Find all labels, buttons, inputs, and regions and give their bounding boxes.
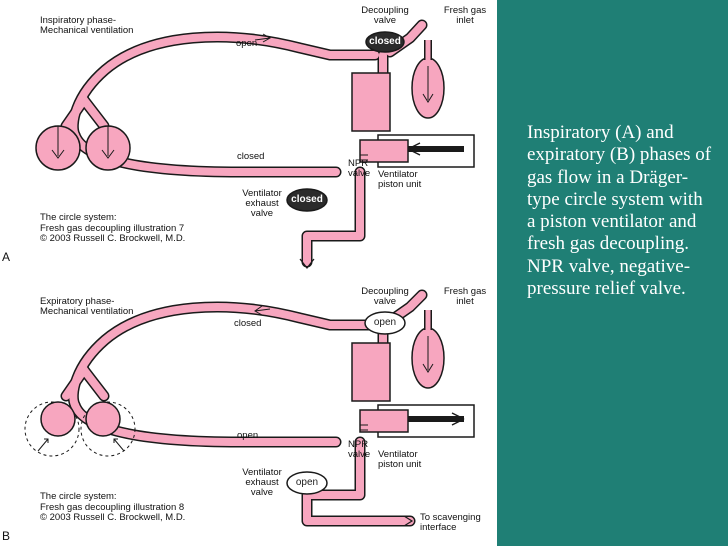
decoupling-valve-state-b: open [373,317,397,328]
scavenging-interface-label-b: To scavenging interface [420,512,481,533]
piston-unit-label-b: Ventilator piston unit [378,449,422,470]
figure-caption-a: The circle system: Fresh gas decoupling … [40,212,186,244]
npr-valve-label-a: NPR valve [348,158,371,179]
decoupling-valve-label-b: Decoupling valve [361,286,409,307]
bottom-tube-state-a: closed [237,151,265,162]
exhaust-valve-label-b: Ventilator exhaust valve [242,467,282,498]
panel-letter-a: A [2,250,11,264]
phase-label-a: Inspiratory phase- Mechanical ventilatio… [40,15,134,36]
figure-caption-b: The circle system: Fresh gas decoupling … [40,491,186,523]
phase-label-b: Expiratory phase- Mechanical ventilation [40,296,134,317]
diagram-panel-a: Inspiratory phase- Mechanical ventilatio… [0,0,494,272]
slide-caption-text: Inspiratory (A) and expiratory (B) phase… [527,122,712,300]
top-tube-state-b: closed [234,318,262,329]
caption-panel: Inspiratory (A) and expiratory (B) phase… [497,0,728,546]
decoupling-valve-state-a: closed [369,36,401,47]
top-tube-state-a: open [236,38,258,49]
exhaust-valve-state-b: open [295,477,319,488]
decoupling-valve-label-a: Decoupling valve [361,5,409,26]
circle-system-drawing-b [24,289,475,527]
exhaust-valve-state-a: closed [291,194,323,205]
fresh-gas-inlet-label-a: Fresh gas inlet [443,5,487,26]
fresh-gas-inlet-label-b: Fresh gas inlet [443,286,487,307]
diagram-panel-b: Expiratory phase- Mechanical ventilation… [0,273,494,546]
npr-valve-label-b: NPR valve [348,439,371,460]
exhaust-valve-label-a: Ventilator exhaust valve [242,188,282,219]
bottom-tube-state-b: open [237,430,259,441]
piston-unit-label-a: Ventilator piston unit [378,169,422,190]
panel-letter-b: B [2,529,11,543]
circle-system-drawing-a [35,19,475,269]
